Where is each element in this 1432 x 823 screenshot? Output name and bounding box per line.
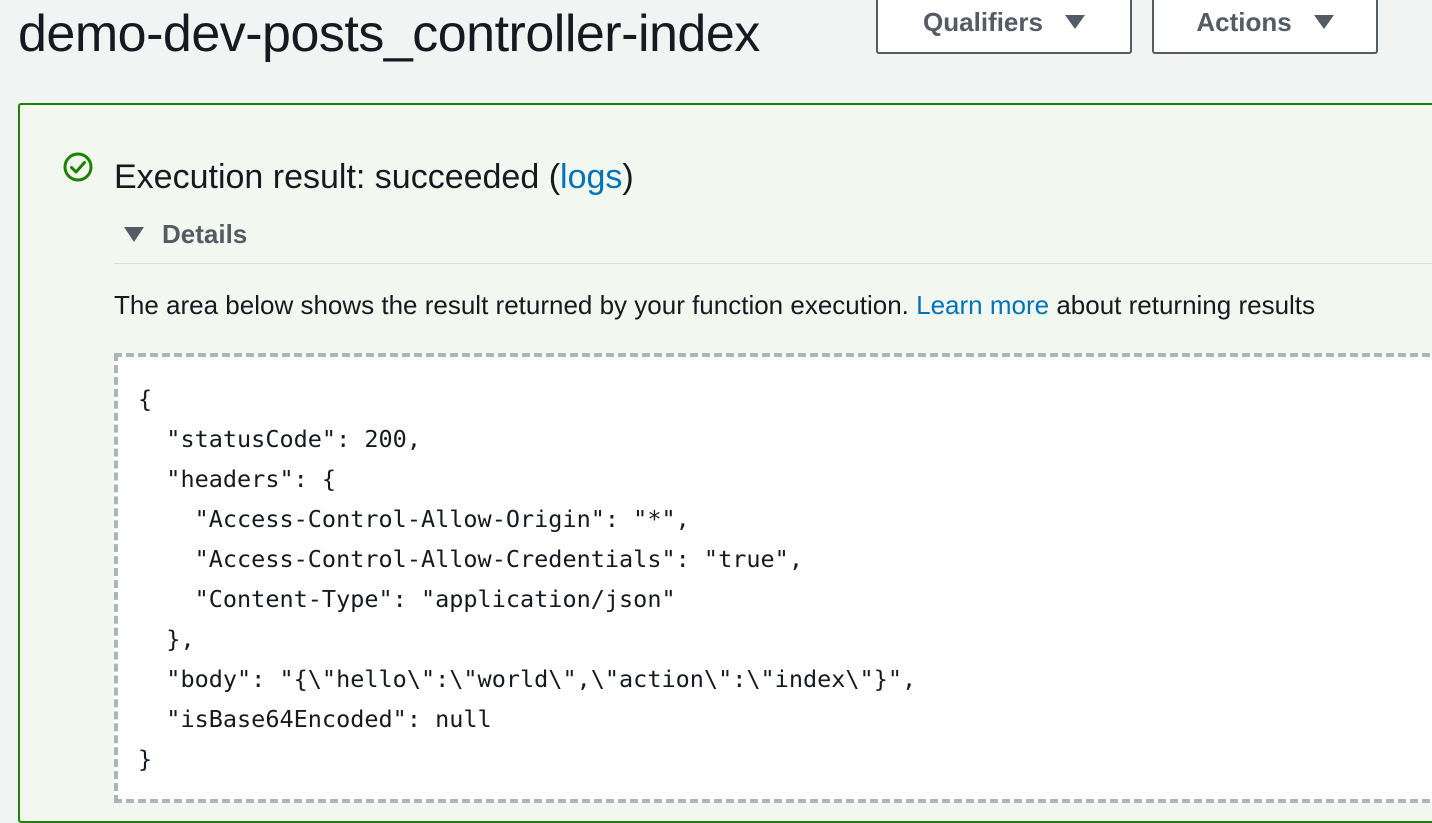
code-line: } xyxy=(138,745,153,773)
execution-result-panel: Execution result: succeeded (logs) Detai… xyxy=(18,103,1432,823)
check-circle-icon xyxy=(63,152,93,182)
page-header: demo-dev-posts_controller-index Qualifie… xyxy=(0,0,1432,70)
caret-down-icon xyxy=(1313,15,1334,29)
details-toggle[interactable]: Details xyxy=(124,219,247,250)
details-divider xyxy=(114,263,1432,264)
caret-down-icon xyxy=(124,227,144,242)
learn-more-link[interactable]: Learn more xyxy=(916,290,1050,320)
result-code-block[interactable]: { "statusCode": 200, "headers": { "Acces… xyxy=(114,353,1432,803)
caret-down-icon xyxy=(1064,15,1085,29)
code-line: "headers": { xyxy=(138,465,337,493)
result-title-suffix: ) xyxy=(622,158,634,196)
actions-button-label: Actions xyxy=(1196,6,1292,37)
logs-link[interactable]: logs xyxy=(560,158,623,196)
actions-dropdown-button[interactable]: Actions xyxy=(1152,0,1378,54)
code-line: "Access-Control-Allow-Credentials": "tru… xyxy=(138,545,803,573)
code-line: "isBase64Encoded": null xyxy=(138,705,492,733)
qualifiers-dropdown-button[interactable]: Qualifiers xyxy=(876,0,1132,54)
description-prefix: The area below shows the result returned… xyxy=(114,290,917,320)
description-suffix: about returning results xyxy=(1049,290,1316,320)
code-line: { xyxy=(138,385,153,413)
code-line: "body": "{\"hello\":\"world\",\"action\"… xyxy=(138,665,917,693)
code-line: "Content-Type": "application/json" xyxy=(138,585,676,613)
execution-result-title: Execution result: succeeded (logs) xyxy=(114,155,634,199)
result-title-prefix: Execution result: succeeded ( xyxy=(114,158,561,196)
result-description: The area below shows the result returned… xyxy=(114,285,1315,325)
code-line: "statusCode": 200, xyxy=(138,425,421,453)
code-line: "Access-Control-Allow-Origin": "*", xyxy=(138,505,690,533)
details-label: Details xyxy=(162,219,248,249)
code-line: }, xyxy=(138,625,195,653)
qualifiers-button-label: Qualifiers xyxy=(923,6,1043,37)
page-title: demo-dev-posts_controller-index xyxy=(18,5,760,63)
